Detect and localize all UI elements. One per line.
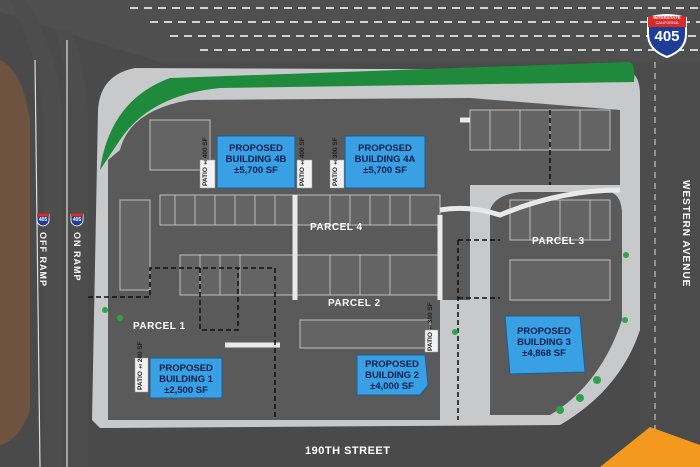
building-2-title: PROPOSED <box>365 359 419 370</box>
building-2-footprint <box>356 354 429 396</box>
building-4b-footprint <box>216 135 296 189</box>
off-ramp-road <box>10 0 62 467</box>
building-4b-name: BUILDING 4B <box>225 154 287 165</box>
building-2-label: PROPOSED BUILDING 2 ±4,000 SF <box>357 359 427 392</box>
on-ramp-shield-number: 405 <box>72 217 82 223</box>
walkways <box>225 117 621 348</box>
building-4b-label: PROPOSED BUILDING 4B ±5,700 SF <box>217 143 295 176</box>
building-4a-footprint <box>344 135 426 189</box>
building-4a-name: BUILDING 4A <box>354 154 416 165</box>
patio-size: ±300 SF <box>332 137 339 166</box>
building-4a-area: ±5,700 SF <box>363 165 407 176</box>
parking-stalls <box>119 109 611 349</box>
building-1-name: BUILDING 1 <box>159 374 213 385</box>
patio-areas <box>134 159 439 393</box>
190th-street-label: 190TH STREET <box>305 445 391 457</box>
off-ramp-label: OFF RAMP <box>38 232 48 287</box>
building-3-title: PROPOSED <box>517 326 571 337</box>
patio-size: ±300 SF <box>427 302 434 331</box>
off-ramp-shield-number: 405 <box>38 217 48 223</box>
on-ramp-road <box>55 30 88 467</box>
patio-title: PATIO <box>427 332 434 351</box>
building-1-footprint <box>149 357 223 399</box>
patio-2-label: PATIO ±300 SF <box>427 302 434 351</box>
patio-1-label: PATIO ±200 SF <box>137 341 144 390</box>
building-3-name: BUILDING 3 <box>517 337 571 348</box>
freeway <box>0 0 700 62</box>
shield-number: 405 <box>654 28 680 45</box>
patio-title: PATIO <box>332 167 339 186</box>
building-4a-title: PROPOSED <box>358 143 412 154</box>
building-3-label: PROPOSED BUILDING 3 ±4,868 SF <box>505 326 583 359</box>
patio-title: PATIO <box>299 167 306 186</box>
patio-title: PATIO <box>202 167 209 186</box>
western-avenue-road <box>640 62 700 467</box>
building-2-name: BUILDING 2 <box>365 370 419 381</box>
on-ramp-label: ON RAMP <box>72 232 82 282</box>
on-ramp-shield-icon: 405 <box>70 212 84 227</box>
accent-marker <box>600 427 700 467</box>
building-4b-area: ±5,700 SF <box>234 165 278 176</box>
shield-top-text: INTERSTATE <box>653 15 681 20</box>
patio-size: ±400 SF <box>202 137 209 166</box>
building-1-label: PROPOSED BUILDING 1 ±2,500 SF <box>150 363 222 396</box>
parcel-boundaries <box>88 110 551 420</box>
building-1-area: ±2,500 SF <box>164 385 208 396</box>
building-4b-title: PROPOSED <box>229 143 283 154</box>
patio-4b-right-label: PATIO ±400 SF <box>299 137 306 186</box>
parcel-3-label: PARCEL 3 <box>532 236 585 247</box>
trees <box>102 252 629 414</box>
off-ramp-shield-icon: 405 <box>36 212 50 227</box>
patio-size: ±400 SF <box>299 137 306 166</box>
landscape-strip <box>100 62 635 170</box>
interstate-405-shield-icon: INTERSTATE CALIFORNIA 405 <box>646 12 688 58</box>
patio-4a-label: PATIO ±300 SF <box>332 137 339 186</box>
parcel-4-label: PARCEL 4 <box>310 222 363 233</box>
building-3-area: ±4,868 SF <box>522 348 566 359</box>
dirt-area <box>0 60 30 445</box>
building-3-footprint <box>504 315 586 375</box>
parcel-1-label: PARCEL 1 <box>133 321 186 332</box>
building-4a-label: PROPOSED BUILDING 4A ±5,700 SF <box>345 143 425 176</box>
building-1-title: PROPOSED <box>159 363 213 374</box>
shield-state-text: CALIFORNIA <box>655 21 679 25</box>
parcel-2-label: PARCEL 2 <box>328 298 381 309</box>
patio-4b-left-label: PATIO ±400 SF <box>202 137 209 186</box>
building-2-area: ±4,000 SF <box>370 381 414 392</box>
patio-size: ±200 SF <box>137 341 144 370</box>
ramp-edge-line <box>34 59 41 467</box>
patio-title: PATIO <box>137 371 144 390</box>
freeway-lane-lines <box>130 7 700 51</box>
western-avenue-label: WESTERN AVENUE <box>680 180 691 288</box>
